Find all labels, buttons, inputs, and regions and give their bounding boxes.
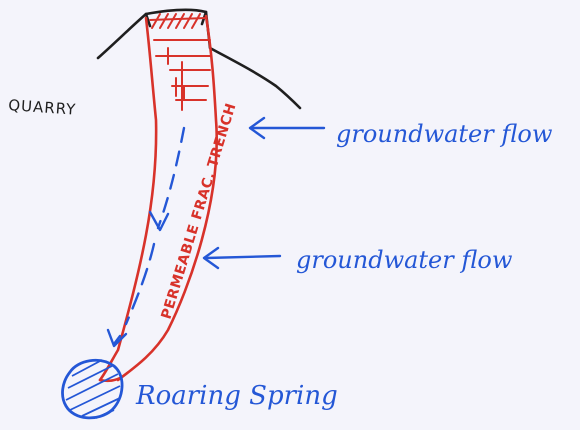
trench-flow-arrowheads [108, 212, 168, 346]
trench-label: PERMEABLE FRAC. TRENCH [159, 101, 240, 321]
quarry-hatching [150, 14, 210, 110]
spring-label: Roaring Spring [135, 381, 338, 411]
quarry-label: QUARRY [8, 96, 77, 119]
groundwater-flow-label-lower: groundwater flow [296, 246, 513, 274]
groundwater-flow-label-upper: groundwater flow [336, 120, 553, 148]
groundwater-arrow-lower [204, 248, 280, 268]
spring-blob [63, 360, 123, 418]
quarry-outline [98, 10, 300, 108]
groundwater-arrow-upper [250, 118, 324, 138]
